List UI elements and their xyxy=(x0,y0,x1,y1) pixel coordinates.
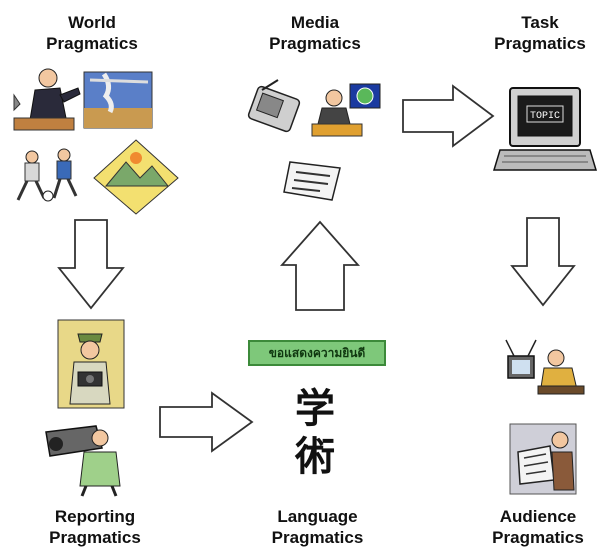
thai-text-banner: ขอแสดงความยินดี xyxy=(248,340,386,366)
radio-icon xyxy=(247,79,301,133)
kanji-characters: 学 術 xyxy=(285,385,345,481)
newspaper-icon xyxy=(283,161,341,201)
newspaper-reader-icon xyxy=(509,423,577,495)
audience-label-line2: Pragmatics xyxy=(492,528,584,547)
mountain-diamond-icon xyxy=(93,139,179,215)
tv-viewer-icon xyxy=(505,339,585,395)
task-label-line2: Pragmatics xyxy=(494,34,586,53)
world-label-line1: World xyxy=(68,13,116,32)
tornado-scene-icon xyxy=(83,71,153,129)
video-cameraman-icon xyxy=(45,425,121,497)
arrow-task-to-audience xyxy=(510,217,576,307)
world-label-line2: Pragmatics xyxy=(46,34,138,53)
kanji-char-1: 学 xyxy=(295,385,335,432)
language-label-line1: Language xyxy=(277,507,358,526)
arrow-reporting-to-language xyxy=(159,391,254,453)
news-anchor-icon xyxy=(311,83,381,137)
media-pragmatics-label: Media Pragmatics xyxy=(250,12,380,54)
language-pragmatics-label: Language Pragmatics xyxy=(245,506,390,548)
kanji-char-2: 術 xyxy=(295,433,335,480)
speaker-clipart-icon xyxy=(13,68,81,131)
media-label-line2: Pragmatics xyxy=(269,34,361,53)
arrow-world-to-reporting xyxy=(57,219,125,310)
audience-label-line1: Audience xyxy=(499,507,577,526)
computer-screen-text: TOPIC xyxy=(530,111,560,122)
task-pragmatics-label: Task Pragmatics xyxy=(482,12,598,54)
language-label-line2: Pragmatics xyxy=(271,528,364,547)
arrow-language-to-media xyxy=(280,220,360,311)
reporter-photographer-icon xyxy=(57,319,125,409)
arrow-media-to-task xyxy=(402,84,495,148)
audience-pragmatics-label: Audience Pragmatics xyxy=(478,506,598,548)
task-label-line1: Task xyxy=(521,13,559,32)
reporting-pragmatics-label: Reporting Pragmatics xyxy=(25,506,165,548)
reporting-label-line1: Reporting xyxy=(54,507,136,526)
computer-topic-icon: TOPIC xyxy=(492,87,598,171)
reporting-label-line2: Pragmatics xyxy=(49,528,141,547)
world-pragmatics-label: World Pragmatics xyxy=(32,12,152,54)
media-label-line1: Media xyxy=(290,13,340,32)
soccer-players-icon xyxy=(16,148,78,202)
